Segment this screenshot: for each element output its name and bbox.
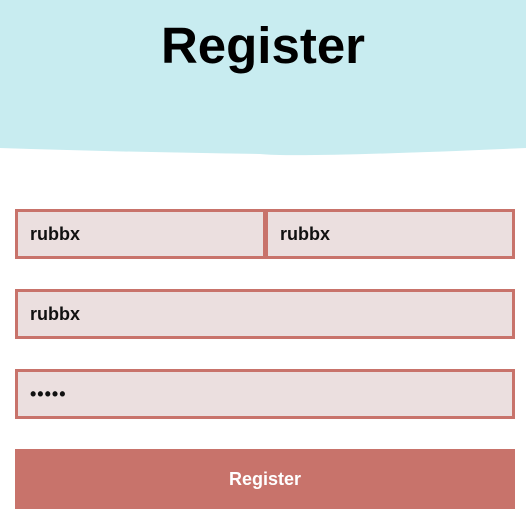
header-banner: Register [0,0,526,160]
page-title: Register [160,17,366,74]
password-field[interactable] [15,369,515,419]
first-name-field[interactable] [15,209,266,259]
last-name-field[interactable] [265,209,515,259]
register-button[interactable]: Register [15,449,515,509]
header-wave-background [0,0,526,156]
username-field[interactable] [15,289,515,339]
